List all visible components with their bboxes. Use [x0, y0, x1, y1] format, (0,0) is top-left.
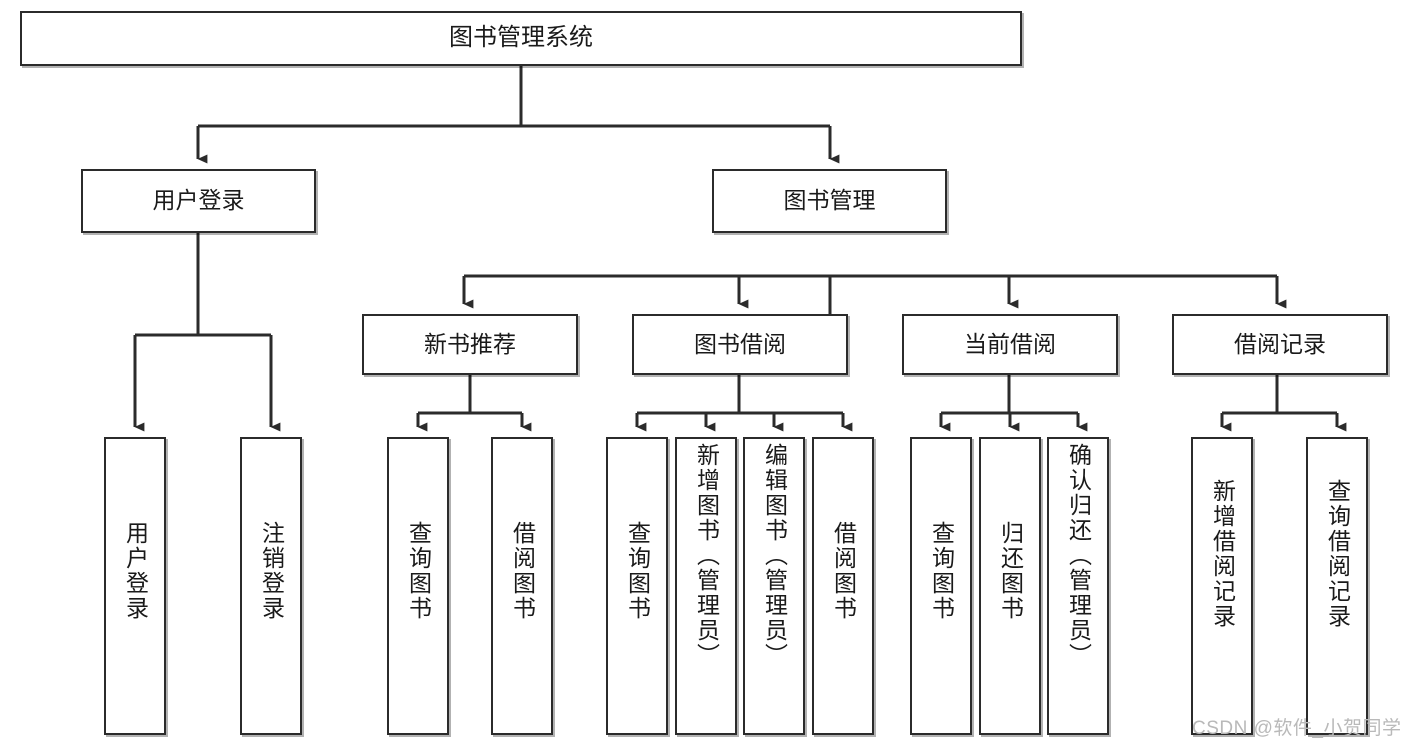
leaf-add-record-label: 新增借阅记录: [1209, 479, 1236, 629]
leaf-query-book-2[interactable]: 查询图书: [606, 437, 668, 735]
leaf-add-record[interactable]: 新增借阅记录: [1191, 437, 1253, 735]
leaf-add-book-label: 新增图书（管理员）: [693, 443, 720, 668]
leaf-query-book-3-label: 查询图书: [928, 521, 955, 621]
node-book-manage[interactable]: 图书管理: [712, 169, 947, 233]
node-current-borrow[interactable]: 当前借阅: [902, 314, 1118, 375]
leaf-confirm-return-label: 确认归还（管理员）: [1065, 443, 1092, 668]
leaf-user-login-label: 用户登录: [122, 521, 149, 621]
leaf-query-record-label: 查询借阅记录: [1324, 479, 1351, 629]
node-root[interactable]: 图书管理系统: [20, 11, 1022, 66]
leaf-query-book-2-label: 查询图书: [624, 521, 651, 621]
leaf-edit-book[interactable]: 编辑图书（管理员）: [743, 437, 805, 735]
leaf-edit-book-label: 编辑图书（管理员）: [761, 443, 788, 668]
leaf-query-book-1-label: 查询图书: [405, 521, 432, 621]
node-user-login[interactable]: 用户登录: [81, 169, 316, 233]
node-new-book-rec[interactable]: 新书推荐: [362, 314, 578, 375]
leaf-borrow-book-1-label: 借阅图书: [509, 521, 536, 621]
leaf-add-book[interactable]: 新增图书（管理员）: [675, 437, 737, 735]
leaf-return-book-label: 归还图书: [997, 521, 1024, 621]
node-user-login-label: 用户登录: [152, 187, 245, 214]
node-borrow-record[interactable]: 借阅记录: [1172, 314, 1388, 375]
leaf-borrow-book-1[interactable]: 借阅图书: [491, 437, 553, 735]
leaf-query-book-1[interactable]: 查询图书: [387, 437, 449, 735]
leaf-user-login[interactable]: 用户登录: [104, 437, 166, 735]
node-book-borrow-label: 图书借阅: [694, 330, 786, 357]
leaf-query-record[interactable]: 查询借阅记录: [1306, 437, 1368, 735]
leaf-confirm-return[interactable]: 确认归还（管理员）: [1047, 437, 1109, 735]
leaf-borrow-book-2-label: 借阅图书: [830, 521, 857, 621]
node-book-manage-label: 图书管理: [783, 187, 876, 214]
leaf-borrow-book-2[interactable]: 借阅图书: [812, 437, 874, 735]
node-current-borrow-label: 当前借阅: [964, 330, 1056, 357]
node-root-label: 图书管理系统: [449, 24, 593, 52]
leaf-user-logout[interactable]: 注销登录: [240, 437, 302, 735]
leaf-query-book-3[interactable]: 查询图书: [910, 437, 972, 735]
leaf-return-book[interactable]: 归还图书: [979, 437, 1041, 735]
node-borrow-record-label: 借阅记录: [1234, 330, 1326, 357]
node-book-borrow[interactable]: 图书借阅: [632, 314, 848, 375]
node-new-book-rec-label: 新书推荐: [424, 330, 516, 357]
leaf-user-logout-label: 注销登录: [258, 521, 285, 621]
